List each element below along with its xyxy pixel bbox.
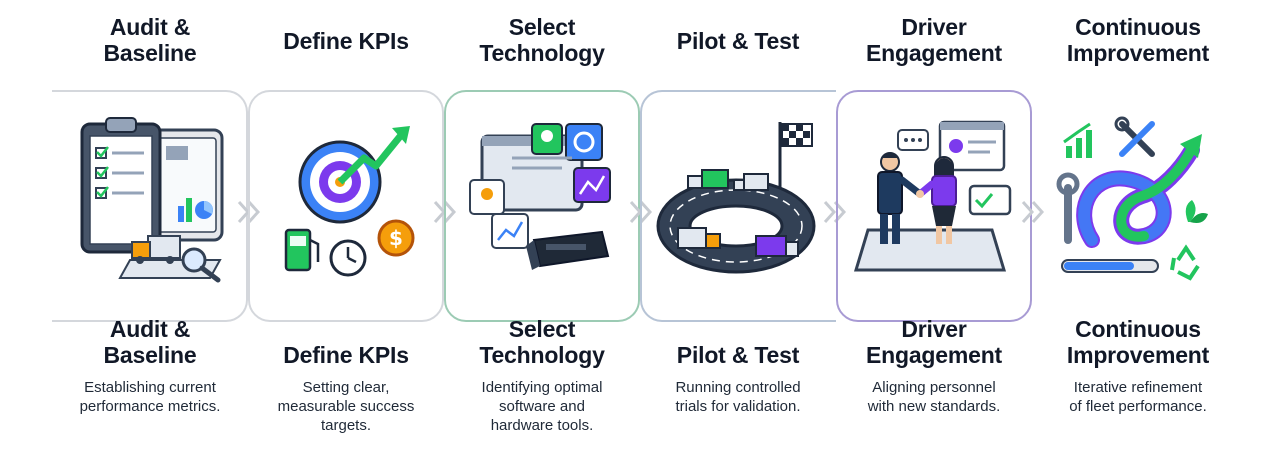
step-5-bottom-title: Driver Engagement (834, 316, 1034, 368)
step-1-frame (52, 90, 248, 322)
step-5-bottom-title-line-1: Driver (901, 316, 967, 342)
step-3-bottom-title: Select Technology (442, 316, 642, 368)
chevron-right-icon (823, 200, 847, 224)
step-5-top-title: Driver Engagement (834, 14, 1034, 66)
svg-text:$: $ (389, 226, 403, 250)
step-4-bottom-title-line-1: Pilot & Test (676, 342, 800, 368)
step-1-bottom-title-line-1: Audit & (109, 316, 191, 342)
step-2-description: Setting clear, measurable success target… (251, 378, 441, 435)
step-2-bottom-title: Define KPIs (246, 342, 446, 368)
step-5-bottom-title-line-2: Engagement (865, 342, 1003, 368)
step-5-top-title-line-1: Driver (901, 14, 967, 40)
step-2-bottom-title-line-1: Define KPIs (283, 342, 409, 368)
step-1-description-line-2: performance metrics. (79, 398, 221, 415)
step-4-description: Running controlled trials for validation… (643, 378, 833, 416)
step-2-description-line-2: measurable success (277, 398, 415, 415)
step-1-bottom-title-line-2: Baseline (103, 342, 197, 368)
step-5-top-title-line-2: Engagement (865, 40, 1003, 66)
step-2-frame (248, 90, 444, 322)
step-4-description-line-1: Running controlled (675, 379, 801, 396)
step-5-frame (836, 90, 1032, 322)
step-5-description-line-1: Aligning personnel (872, 379, 996, 396)
step-3-description-line-3: hardware tools. (490, 417, 594, 434)
step-6-description: Iterative refinement of fleet performanc… (1043, 378, 1233, 416)
step-4-description-line-2: trials for validation. (675, 398, 801, 415)
track-trucks-flag-icon (656, 122, 816, 274)
step-4-frame (640, 90, 836, 322)
step-3-top-title-line-1: Select (508, 14, 576, 40)
step-5-description-line-2: with new standards. (867, 398, 1001, 415)
cycle-improvement-icon (1056, 116, 1208, 281)
step-2-top-title-line-1: Define KPIs (283, 28, 409, 54)
handshake-people-icon (853, 120, 1012, 272)
step-6-top-title: Continuous Improvement (1038, 14, 1238, 66)
step-4-bottom-title: Pilot & Test (638, 342, 838, 368)
step-5-description: Aligning personnel with new standards. (839, 378, 1029, 416)
step-6-bottom-title-line-2: Improvement (1066, 342, 1210, 368)
step-3-bottom-title-line-1: Select (508, 316, 576, 342)
step-3-bottom-title-line-2: Technology (479, 342, 605, 368)
step-6-bottom-title-line-1: Continuous (1075, 316, 1201, 342)
step-1-top-title: Audit & Baseline (50, 14, 250, 66)
step-6-top-title-line-1: Continuous (1075, 14, 1201, 40)
step-4-top-title: Pilot & Test (638, 28, 838, 54)
step-6-top-title-line-2: Improvement (1066, 40, 1210, 66)
step-1-top-title-line-2: Baseline (103, 40, 197, 66)
software-hardware-icon (469, 123, 611, 270)
step-3-description-line-2: software and (499, 398, 585, 415)
step-6-bottom-title: Continuous Improvement (1038, 316, 1238, 368)
step-2-description-line-1: Setting clear, (302, 379, 390, 396)
step-1-bottom-title: Audit & Baseline (50, 316, 250, 368)
step-4-top-title-line-1: Pilot & Test (676, 28, 800, 54)
step-3-description: Identifying optimal software and hardwar… (447, 378, 637, 435)
step-3-top-title: Select Technology (442, 14, 642, 66)
step-1-description-line-1: Establishing current (84, 379, 216, 396)
step-2-description-line-3: targets. (320, 417, 372, 434)
chevron-right-icon (1021, 200, 1045, 224)
step-2-top-title: Define KPIs (246, 28, 446, 54)
step-3-top-title-line-2: Technology (479, 40, 605, 66)
target-arrow-gauges-icon: $ (284, 126, 415, 277)
step-6-description-line-1: Iterative refinement (1073, 379, 1203, 396)
clipboard-tablet-truck-icon (80, 117, 224, 283)
step-1-description: Establishing current performance metrics… (55, 378, 245, 416)
step-3-description-line-1: Identifying optimal (481, 379, 603, 396)
step-6-description-line-2: of fleet performance. (1069, 398, 1207, 415)
step-3-frame (444, 90, 640, 322)
step-1-top-title-line-1: Audit & (109, 14, 191, 40)
